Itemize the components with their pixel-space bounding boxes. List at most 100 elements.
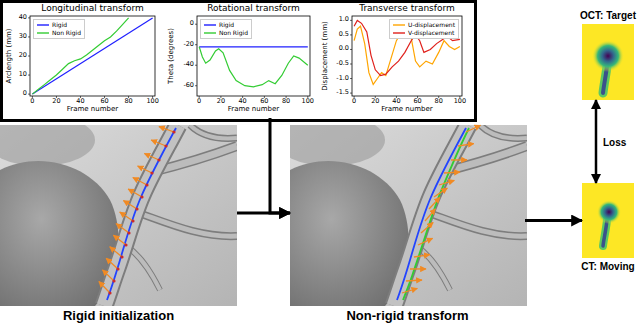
slice-image: OCT: Target <box>582 24 634 100</box>
tick-mark <box>350 78 352 79</box>
legend-row: V-displacement <box>393 29 455 37</box>
frame-arrow <box>102 270 114 281</box>
tick-label: -1.5 <box>336 90 349 97</box>
frame-arrow <box>458 144 474 146</box>
legend-text: Rigid <box>219 21 234 29</box>
chart-panel-frame <box>2 2 476 121</box>
edge-label: Loss <box>602 136 627 147</box>
tick-label: 0 <box>190 21 194 28</box>
tick-label: 0 <box>352 98 356 105</box>
frame-arrow <box>116 224 129 233</box>
tick-label: 40 <box>238 98 246 105</box>
frame-arrow <box>439 180 454 185</box>
tick-label: 60 <box>413 98 421 105</box>
tick-mark <box>28 56 30 57</box>
tick-mark <box>28 36 30 37</box>
legend-sample <box>37 23 49 27</box>
ct-blob <box>597 200 621 224</box>
frame-point <box>120 255 123 258</box>
legend-row: Rigid <box>37 21 81 29</box>
tick-label: 1.0 <box>339 17 349 24</box>
legend-sample <box>37 24 49 25</box>
chart-title: Longitudinal transform <box>41 4 143 14</box>
frame-arrow <box>123 201 137 209</box>
oct-blob <box>592 40 624 72</box>
legend-sample <box>393 24 405 25</box>
tick-mark <box>350 49 352 50</box>
ct-image <box>582 183 634 258</box>
tick-label: 60 <box>100 98 108 105</box>
tick-mark <box>28 94 30 95</box>
plot-layer <box>28 16 481 295</box>
frame-point <box>108 291 111 294</box>
frame-arrow <box>418 238 433 245</box>
legend-sample <box>37 31 49 35</box>
data-curve <box>199 47 308 87</box>
image-panel: Non-rigid transform <box>290 125 525 306</box>
frame-arrow <box>466 125 481 132</box>
legend-text: U-displacement <box>408 21 455 29</box>
caption: Non-rigid transform <box>290 309 525 323</box>
legend-row: Non Rigid <box>37 29 81 37</box>
frame-arrow <box>410 268 426 269</box>
nonrigid-centerline <box>403 128 469 300</box>
frame-arrow <box>406 280 422 281</box>
legend-sample <box>393 23 405 27</box>
legend-sample <box>204 31 216 35</box>
tick-label: 0.0 <box>339 46 349 53</box>
legend-box: RigidNon Rigid <box>200 19 252 39</box>
slice-image: CT: Moving <box>582 183 634 258</box>
axes-frame <box>197 16 310 96</box>
tick-label: 100 <box>454 98 466 105</box>
frame-point <box>164 144 167 147</box>
legend-text: Non Rigid <box>219 29 248 37</box>
tick-label: 100 <box>302 98 314 105</box>
tick-label: 60 <box>260 98 268 105</box>
tick-label: 10 <box>19 71 27 78</box>
legend-row: U-displacement <box>393 21 455 29</box>
frame-arrow <box>421 223 433 233</box>
legend-sample <box>393 32 405 33</box>
tick-label: 0 <box>30 98 34 105</box>
frame-point <box>157 158 160 161</box>
frame-arrow <box>159 127 174 132</box>
ct-blob-tail <box>603 220 607 246</box>
frame-arrow <box>99 281 110 293</box>
tick-label: 0 <box>23 91 27 98</box>
image-panel: Rigid initialization <box>0 125 237 306</box>
tick-mark <box>28 75 30 76</box>
image-heading: OCT: Target <box>580 10 636 21</box>
frame-point <box>127 231 130 234</box>
frame-arrow <box>425 209 435 221</box>
legend-sample <box>204 24 216 25</box>
tick-label: 20 <box>19 52 27 59</box>
tick-label: 40 <box>76 98 84 105</box>
tick-label: 100 <box>146 98 158 105</box>
tick-label: 0.5 <box>339 31 349 38</box>
tick-mark <box>28 17 30 18</box>
frame-arrow <box>144 153 159 160</box>
legend-row: Non Rigid <box>204 29 248 37</box>
frame-point <box>135 207 138 210</box>
frame-arrow <box>110 247 122 257</box>
legend-box: RigidNon Rigid <box>33 19 85 39</box>
tick-label: -40 <box>183 62 194 69</box>
frame-arrow <box>429 197 440 209</box>
caption: Rigid initialization <box>0 309 237 323</box>
tick-label: 0 <box>197 98 201 105</box>
frame-point <box>124 243 127 246</box>
legend-sample <box>37 32 49 33</box>
tick-mark <box>350 64 352 65</box>
tick-mark <box>195 65 197 66</box>
legend-text: Rigid <box>52 21 67 29</box>
frame-point <box>172 130 175 133</box>
tick-label: 80 <box>435 98 443 105</box>
tick-mark <box>350 20 352 21</box>
tick-label: 20 <box>52 98 60 105</box>
frame-point <box>140 195 143 198</box>
frame-arrow <box>444 171 460 173</box>
tick-label: 20 <box>371 98 379 105</box>
tick-mark <box>350 93 352 94</box>
connector-arrow <box>595 100 598 183</box>
